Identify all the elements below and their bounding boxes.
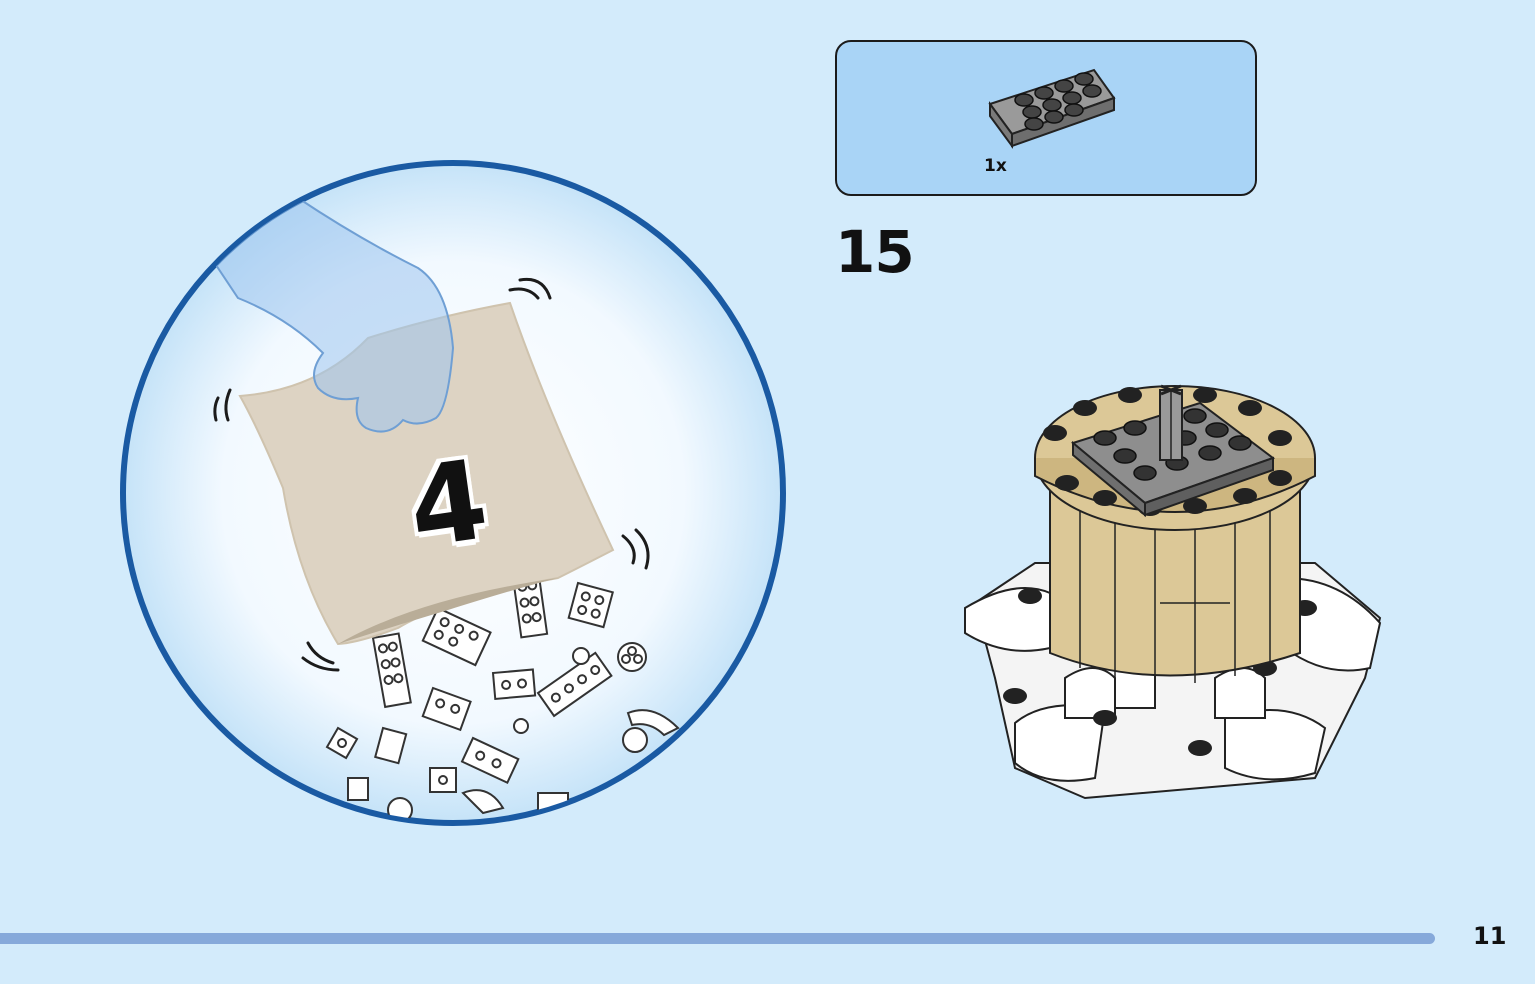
bag-callout: 4 [118, 158, 788, 828]
bricks-illustration [325, 573, 680, 821]
plate-2x4-gray-icon [988, 68, 1116, 150]
step-number: 15 [835, 218, 915, 286]
progress-bar [0, 933, 1435, 944]
parts-list-box: 1x [835, 40, 1257, 196]
bag-open-icon [120, 160, 786, 826]
motion-lines [213, 277, 650, 672]
page-number: 11 [1473, 922, 1507, 950]
part-quantity: 1x [984, 156, 1007, 176]
round-tower-model-icon [964, 384, 1382, 800]
